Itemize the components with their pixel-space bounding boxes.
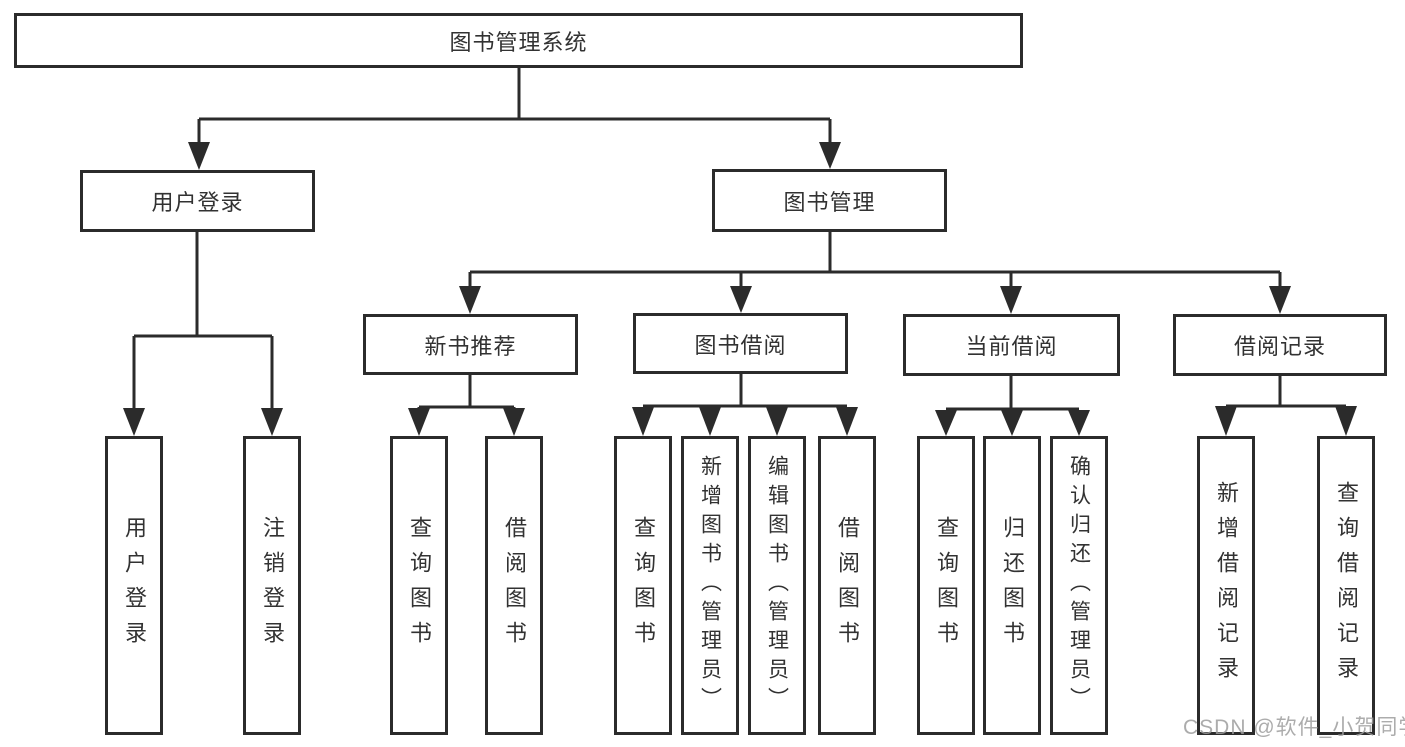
leaf-query-borrow-record: 查询借阅记录 [1317, 436, 1375, 735]
leaf-edit-book-admin: 编辑图书（管理员） [748, 436, 806, 735]
leaf-borrow-books-recommend: 借阅图书 [485, 436, 543, 735]
node-current-borrowing: 当前借阅 [903, 314, 1120, 376]
leaf-confirm-return-admin: 确认归还（管理员） [1050, 436, 1108, 735]
csdn-watermark: CSDN @软件_小贺同学 [1183, 716, 1405, 739]
leaf-add-book-admin-label: 新增图书（管理员） [698, 455, 722, 716]
leaf-return-books-label: 归还图书 [1000, 515, 1025, 656]
node-book-management: 图书管理 [712, 169, 947, 232]
node-borrowing-records: 借阅记录 [1173, 314, 1387, 376]
leaf-query-books-borrow-label: 查询图书 [631, 515, 656, 656]
leaf-borrow-books-label: 借阅图书 [835, 515, 860, 656]
leaf-user-login-label: 用户登录 [122, 515, 147, 656]
leaf-edit-book-admin-label: 编辑图书（管理员） [765, 455, 789, 716]
leaf-query-books-recommend: 查询图书 [390, 436, 448, 735]
leaf-query-books-borrow: 查询图书 [614, 436, 672, 735]
leaf-return-books: 归还图书 [983, 436, 1041, 735]
leaf-logout-label: 注销登录 [260, 515, 285, 656]
node-book-borrowing: 图书借阅 [633, 313, 848, 374]
leaf-confirm-return-admin-label: 确认归还（管理员） [1067, 455, 1091, 716]
leaf-query-borrow-record-label: 查询借阅记录 [1334, 480, 1359, 691]
leaf-add-borrow-record: 新增借阅记录 [1197, 436, 1255, 735]
leaf-query-books-current: 查询图书 [917, 436, 975, 735]
leaf-query-books-recommend-label: 查询图书 [407, 515, 432, 656]
leaf-user-login: 用户登录 [105, 436, 163, 735]
node-library-management-system: 图书管理系统 [14, 13, 1023, 68]
node-user-login: 用户登录 [80, 170, 315, 232]
leaf-borrow-books-recommend-label: 借阅图书 [502, 515, 527, 656]
leaf-add-borrow-record-label: 新增借阅记录 [1214, 480, 1239, 691]
leaf-query-books-current-label: 查询图书 [934, 515, 959, 656]
leaf-add-book-admin: 新增图书（管理员） [681, 436, 739, 735]
leaf-borrow-books: 借阅图书 [818, 436, 876, 735]
node-new-book-recommendation: 新书推荐 [363, 314, 578, 375]
leaf-logout: 注销登录 [243, 436, 301, 735]
